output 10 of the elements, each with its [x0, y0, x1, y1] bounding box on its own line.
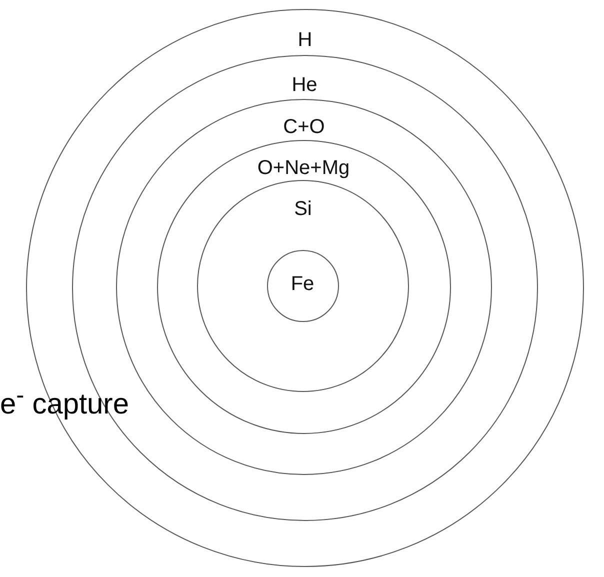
- shell-circle: [156, 140, 450, 434]
- shell-circle: [26, 9, 584, 567]
- shell-label: H: [298, 30, 312, 50]
- shell-circle: [197, 180, 409, 392]
- shell-circle: [266, 250, 338, 322]
- shell-label: O+Ne+Mg: [257, 158, 350, 178]
- shell-label: C+O: [283, 117, 325, 137]
- shell-label: Fe: [290, 274, 314, 294]
- shell-label: He: [292, 74, 318, 94]
- shell-label: Si: [294, 199, 312, 219]
